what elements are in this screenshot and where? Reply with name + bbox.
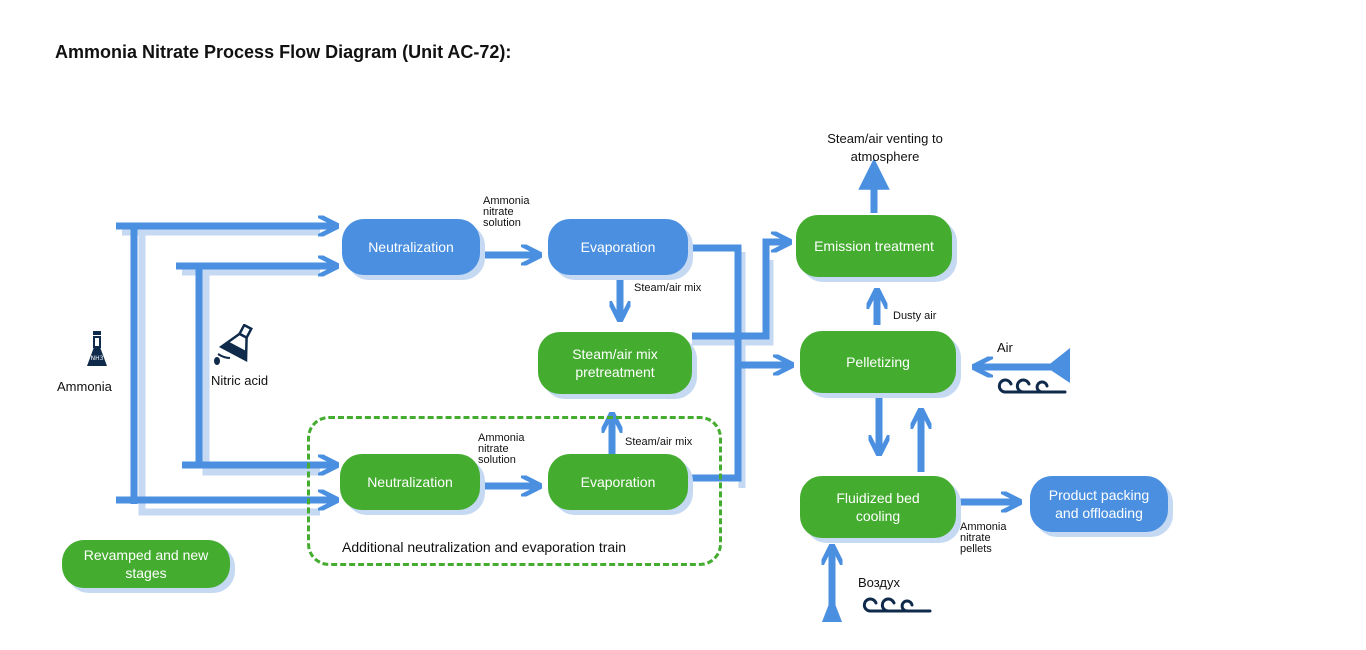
steam-pretreatment-label: Steam/air mix pretreatment (572, 346, 658, 380)
page-title: Ammonia Nitrate Process Flow Diagram (Un… (55, 42, 512, 62)
flow-label-dusty-air: Dusty air (893, 310, 937, 322)
flow-label-venting: Steam/air venting to atmosphere (827, 131, 943, 164)
fluidized-bed-label: Fluidized bed cooling (836, 490, 920, 524)
evaporation-1-box: Evaporation (548, 219, 688, 275)
flow-label-pellets: Ammonia nitrate pellets (960, 521, 1007, 555)
neutralization-2-label: Neutralization (367, 474, 453, 490)
additional-train-label: Additional neutralization and evaporatio… (342, 539, 627, 555)
nitric-acid-flask-icon (214, 324, 253, 365)
pelletizing-box: Pelletizing (800, 331, 956, 393)
additional-train-box (307, 416, 722, 566)
evaporation-2-box: Evaporation (548, 454, 688, 510)
neutralization-1-label: Neutralization (368, 239, 454, 255)
air-wind-icon (997, 378, 1067, 394)
neutralization-2-box: Neutralization (340, 454, 480, 510)
evaporation-1-label: Evaporation (580, 239, 656, 255)
flow-label-steam-air-2: Steam/air mix (625, 436, 693, 448)
flow-label-solution-1: Ammonia nitrate solution (483, 195, 530, 229)
emission-treatment-box: Emission treatment (796, 215, 952, 277)
product-packing-box: Product packing and offloading (1030, 476, 1168, 532)
flow-label-steam-air-1: Steam/air mix (634, 282, 702, 294)
evaporation-2-label: Evaporation (580, 474, 656, 490)
steam-pretreatment-box: Steam/air mix pretreatment (538, 332, 692, 394)
product-packing-label: Product packing and offloading (1048, 487, 1150, 521)
ammonia-flask-icon: NH3 (87, 331, 107, 366)
pelletizing-label: Pelletizing (846, 354, 910, 370)
ammonia-label: Ammonia (57, 379, 112, 394)
flow-label-solution-2: Ammonia nitrate solution (478, 432, 525, 466)
air-label: Air (997, 340, 1013, 355)
legend-label: Revamped and new stages (83, 547, 209, 581)
fluidized-bed-box: Fluidized bed cooling (800, 476, 956, 538)
nitric-acid-label: Nitric acid (211, 373, 269, 388)
legend-box: Revamped and new stages (62, 540, 230, 588)
air-ru-label: Воздух (858, 575, 901, 590)
air-wind-icon-ru (862, 597, 932, 613)
ammonia-flask-text: NH3 (91, 355, 104, 362)
emission-treatment-label: Emission treatment (814, 238, 934, 254)
neutralization-1-box: Neutralization (342, 219, 480, 275)
